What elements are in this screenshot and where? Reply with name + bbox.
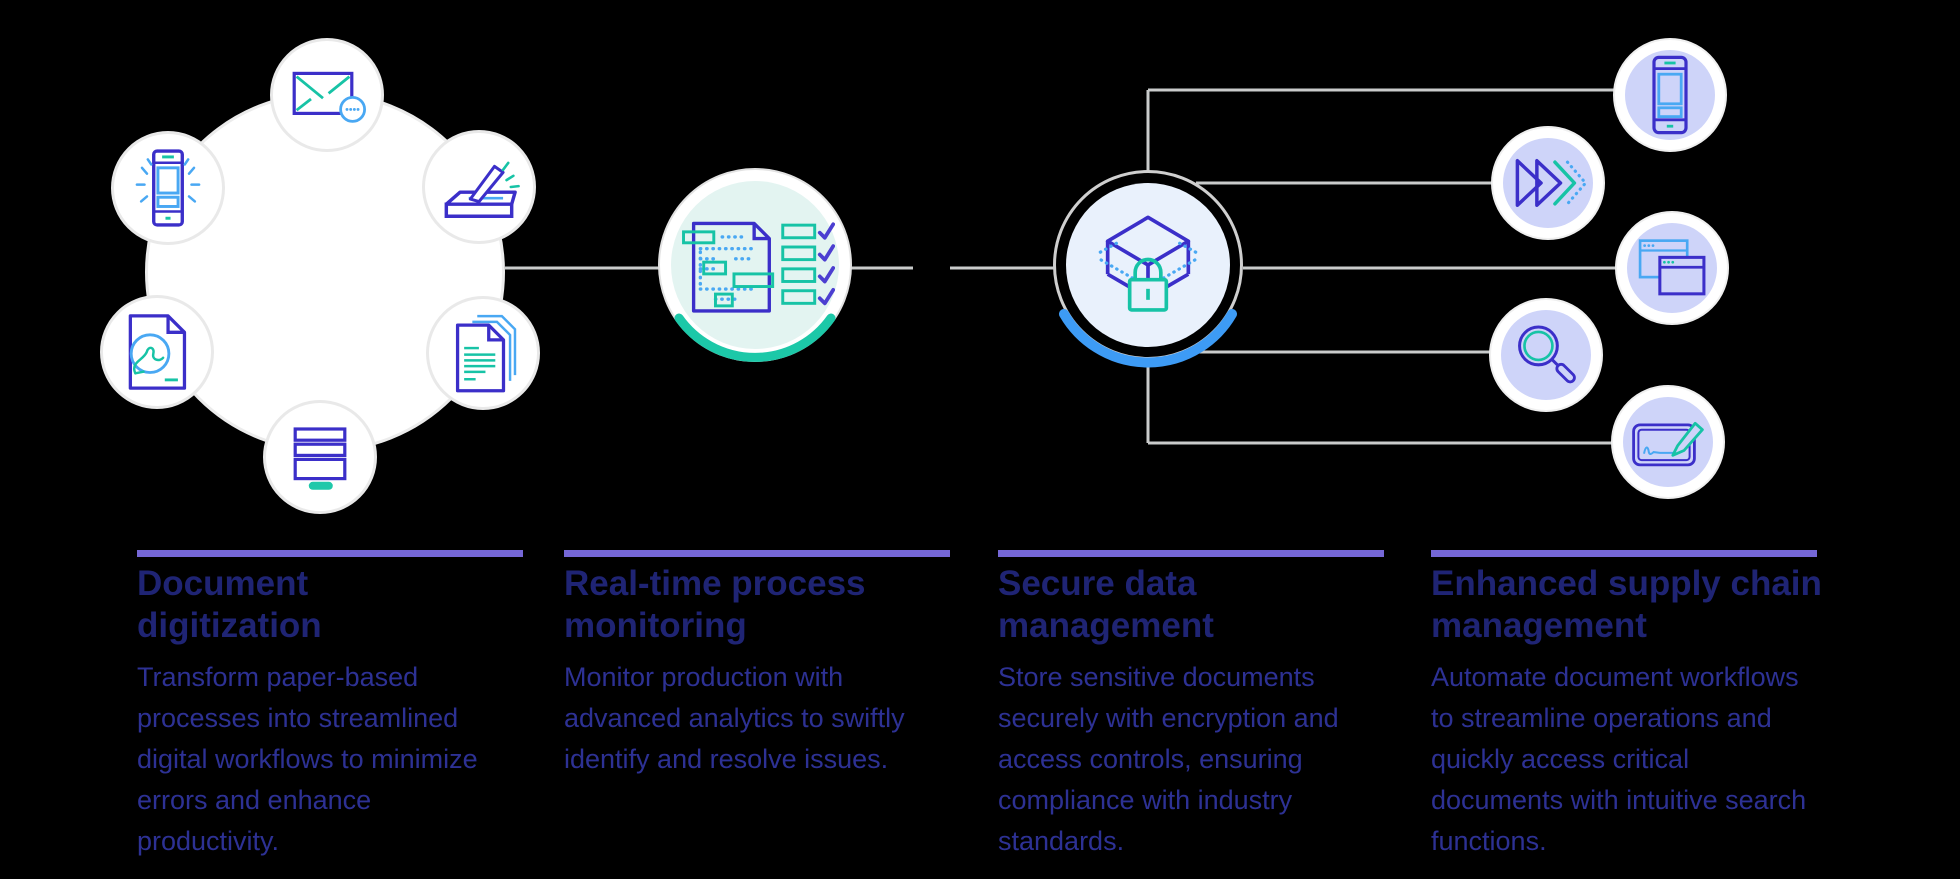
- smartphone-icon: [1652, 55, 1688, 135]
- scanner-icon: [444, 161, 520, 218]
- satellite-server-stack: [263, 400, 377, 514]
- column-title: Enhanced supply chain management: [1431, 564, 1822, 645]
- process-node: [671, 181, 839, 349]
- satellite-smartphone: [1613, 38, 1727, 152]
- satellite-fast-forward-fill: [1503, 138, 1593, 228]
- fast-forward-icon: [1515, 159, 1587, 207]
- column-body: Transform paper-based processes into str…: [137, 662, 478, 856]
- column-title: Document digitization: [137, 564, 322, 645]
- satellite-documents: [426, 296, 540, 410]
- satellite-search: [1489, 298, 1603, 412]
- satellite-smartphone-fill: [1625, 50, 1715, 140]
- satellite-signature: [1611, 385, 1725, 499]
- process-checklist-icon: [682, 221, 835, 313]
- email-icon: [292, 71, 366, 123]
- column-body: Monitor production with advanced analyti…: [564, 662, 905, 774]
- column-document-digitization: Document digitization Transform paper-ba…: [137, 550, 577, 862]
- satellite-scanner: [422, 130, 536, 244]
- satellite-signature-fill: [1623, 397, 1713, 487]
- signature-icon: [1632, 421, 1704, 466]
- column-title: Secure data management: [998, 564, 1214, 645]
- divider-line: [1431, 550, 1817, 557]
- column-realtime-monitoring: Real-time process monitoring Monitor pro…: [564, 550, 1004, 780]
- column-title: Real-time process monitoring: [564, 564, 866, 645]
- column-body: Automate document workflows to streamlin…: [1431, 662, 1807, 856]
- column-supply-chain: Enhanced supply chain management Automat…: [1431, 550, 1871, 862]
- satellite-fast-forward: [1491, 126, 1605, 240]
- satellite-mobile: [111, 131, 225, 245]
- secure-node: [1066, 183, 1230, 347]
- browser-windows-icon: [1638, 239, 1706, 296]
- satellite-browser-fill: [1627, 223, 1717, 313]
- divider-line: [137, 550, 523, 557]
- satellite-browser: [1615, 211, 1729, 325]
- divider-line: [564, 550, 950, 557]
- document-stack-icon: [455, 314, 517, 393]
- satellite-email: [270, 38, 384, 152]
- mobile-notification-icon: [135, 149, 201, 227]
- search-icon: [1518, 325, 1576, 384]
- secure-package-lock-icon: [1098, 215, 1198, 312]
- column-secure-data: Secure data management Store sensitive d…: [998, 550, 1438, 862]
- divider-line: [998, 550, 1384, 557]
- column-body: Store sensitive documents securely with …: [998, 662, 1339, 856]
- satellite-search-fill: [1501, 310, 1591, 400]
- satellite-pdf: [100, 295, 214, 409]
- pdf-document-icon: [128, 314, 187, 390]
- server-stack-icon: [293, 427, 347, 490]
